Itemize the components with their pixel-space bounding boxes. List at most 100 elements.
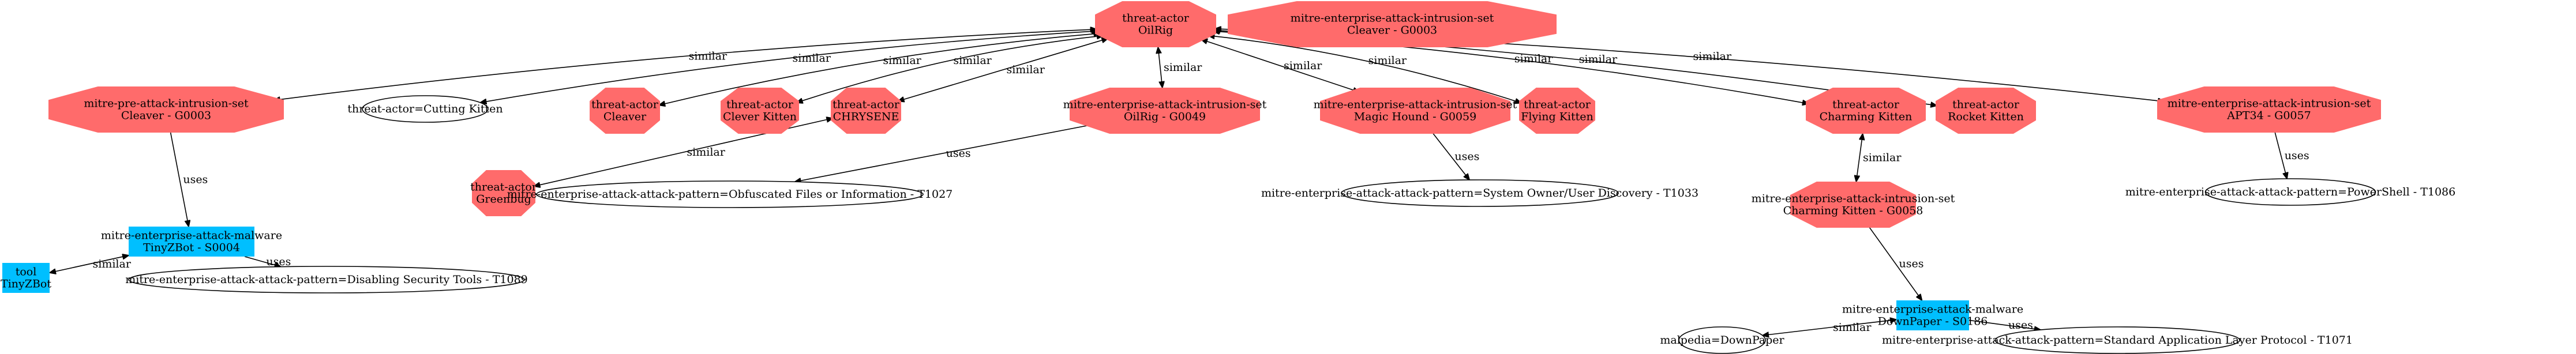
node-name-label: OilRig - G0049: [1124, 111, 1206, 123]
node-magic_hound[interactable]: mitre-enterprise-attack-intrusion-setMag…: [1314, 88, 1517, 134]
node-name-label: Rocket Kitten: [1948, 111, 2024, 123]
node-malpedia_downpaper[interactable]: malpedia=DownPaper: [1660, 326, 1785, 354]
ellipse-shape: [1341, 179, 1619, 207]
node-name-label: mitre-enterprise-attack-attack-pattern=S…: [1261, 187, 1698, 199]
edge-downpaper_mal-malpedia_downpaper: similar: [1763, 319, 1896, 335]
edge-charming_kitten-charming_g0058: similar: [1856, 134, 1902, 182]
ellipse-shape: [128, 266, 525, 293]
node-std_app_layer[interactable]: mitre-enterprise-attack-attack-pattern=S…: [1882, 326, 2353, 354]
node-disabling[interactable]: mitre-enterprise-attack-attack-pattern=D…: [125, 266, 528, 293]
node-obfuscated[interactable]: mitre-enterprise-attack-attack-pattern=O…: [507, 180, 953, 208]
edge-label: similar: [1693, 50, 1732, 63]
octagon-shape: [1095, 1, 1216, 47]
node-apt34[interactable]: mitre-enterprise-attack-intrusion-setAPT…: [2157, 86, 2381, 133]
octagon-shape: [472, 170, 535, 216]
edge-line: [534, 118, 833, 186]
node-name-label: mitre-enterprise-attack-attack-pattern=P…: [2125, 186, 2455, 198]
node-name-label: OilRig: [1138, 24, 1173, 37]
node-name-label: mitre-enterprise-attack-attack-pattern=S…: [1882, 334, 2353, 347]
edge-label: similar: [1284, 59, 1322, 72]
node-name-label: Cleaver - G0003: [1347, 24, 1437, 37]
node-sys_owner[interactable]: mitre-enterprise-attack-attack-pattern=S…: [1261, 179, 1698, 207]
node-name-label: Magic Hound - G0059: [1354, 111, 1476, 123]
octagon-shape: [1320, 88, 1510, 134]
edge-tinyzbot_mal-disabling: uses: [244, 255, 291, 268]
edge-label: uses: [1899, 257, 1924, 270]
edge-label: similar: [1164, 61, 1202, 74]
node-type-label: mitre-enterprise-attack-malware: [101, 229, 282, 242]
node-name-label: Clever Kitten: [723, 111, 797, 123]
edge-line: [50, 255, 129, 273]
edge-label: similar: [687, 146, 725, 159]
node-name-label: Charming Kitten: [1820, 111, 1913, 123]
octagon-shape: [1070, 88, 1260, 134]
edge-magic_hound-sys_owner: uses: [1433, 133, 1479, 180]
node-name-label: TinyZBot - S0004: [143, 242, 240, 254]
node-tinyzbot_mal[interactable]: mitre-enterprise-attack-malwareTinyZBot …: [101, 227, 282, 257]
ellipse-shape: [2204, 178, 2376, 206]
node-type-label: mitre-enterprise-attack-malware: [1842, 303, 2023, 316]
edge-line: [2274, 132, 2287, 179]
edge-downpaper_mal-std_app_layer: uses: [1968, 319, 2041, 332]
edge-label: similar: [1863, 151, 1902, 164]
edge-label: similar: [1579, 53, 1618, 66]
node-oilrig_g0049[interactable]: mitre-enterprise-attack-intrusion-setOil…: [1063, 88, 1267, 134]
ellipse-shape: [1678, 326, 1766, 354]
node-cleaver_ent[interactable]: mitre-enterprise-attack-intrusion-setCle…: [1228, 1, 1557, 47]
node-type-label: mitre-enterprise-attack-intrusion-set: [1291, 12, 1494, 25]
ellipse-shape: [362, 95, 489, 123]
edge-label: uses: [2008, 319, 2033, 332]
edge-label: similar: [1006, 63, 1045, 76]
edge-label: similar: [953, 54, 992, 67]
node-name-label: mitre-enterprise-attack-attack-pattern=O…: [507, 188, 953, 201]
octagon-shape: [1806, 88, 1926, 134]
node-downpaper_mal[interactable]: mitre-enterprise-attack-malwareDownPaper…: [1842, 300, 2023, 330]
edge-line: [1158, 47, 1162, 88]
node-name-label: Charming Kitten - G0058: [1783, 205, 1923, 217]
ellipse-shape: [1994, 326, 2240, 354]
edge-label: similar: [1514, 52, 1553, 65]
node-name-label: CHRYSENE: [833, 111, 899, 123]
node-cutting_kitten[interactable]: threat-actor=Cutting Kitten: [347, 95, 503, 123]
node-type-label: threat-actor: [1524, 99, 1591, 111]
node-type-label: mitre-enterprise-attack-intrusion-set: [1752, 193, 1955, 205]
box-shape: [129, 227, 254, 257]
edge-label: similar: [93, 258, 132, 270]
node-name-label: TinyZBot: [1, 278, 51, 291]
octagon-shape: [1936, 88, 2036, 134]
ellipse-shape: [536, 180, 924, 208]
node-type-label: mitre-pre-attack-intrusion-set: [84, 97, 249, 110]
node-name-label: APT34 - G0057: [2226, 110, 2311, 122]
node-powershell[interactable]: mitre-enterprise-attack-attack-pattern=P…: [2125, 178, 2455, 206]
edge-line: [170, 132, 189, 227]
nodes-layer: threat-actorOilRigmitre-enterprise-attac…: [1, 1, 2455, 354]
node-charming_g0058[interactable]: mitre-enterprise-attack-intrusion-setCha…: [1752, 182, 1955, 228]
node-name-label: Flying Kitten: [1521, 111, 1593, 123]
edge-line: [1201, 39, 1359, 92]
node-name-label: Cleaver: [603, 111, 647, 123]
edge-line: [1869, 227, 1922, 300]
node-name-label: mitre-enterprise-attack-attack-pattern=D…: [125, 273, 528, 286]
edge-label: uses: [183, 173, 208, 186]
node-type-label: threat-actor: [1952, 99, 2020, 111]
edge-label: uses: [946, 147, 971, 160]
edge-oilrig_g0049-obfuscated: uses: [795, 125, 1090, 182]
edge-tinyzbot_mal-tinyzbot_tool: similar: [50, 255, 132, 273]
node-type-label: threat-actor: [833, 99, 900, 111]
node-type-label: mitre-enterprise-attack-intrusion-set: [1314, 99, 1517, 111]
edge-label: similar: [1368, 54, 1407, 67]
node-name-label: Greenbug: [476, 193, 531, 206]
edge-line: [898, 39, 1108, 101]
octagon-shape: [721, 88, 799, 134]
